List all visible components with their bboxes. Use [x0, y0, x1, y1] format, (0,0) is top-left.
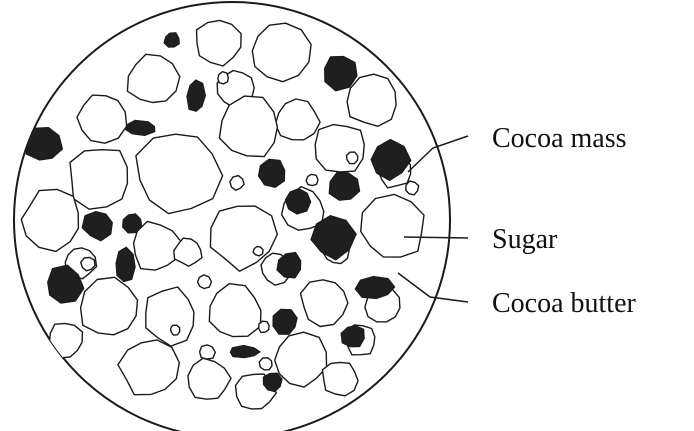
sugar-crystal	[322, 362, 358, 395]
sugar-label: Sugar	[492, 224, 558, 255]
sugar-leader-line	[404, 237, 468, 238]
small-sugar-crystal	[306, 174, 318, 185]
sugar-crystal	[70, 150, 127, 210]
small-sugar-crystal	[253, 247, 263, 256]
small-sugar-crystal	[259, 358, 272, 370]
small-sugar-crystal	[200, 345, 216, 359]
small-sugar-crystal	[347, 152, 358, 164]
small-sugar-crystal	[198, 275, 212, 289]
small-sugar-crystal	[171, 325, 180, 335]
sugar-crystal	[315, 125, 364, 172]
cocoa-mass-label: Cocoa mass	[492, 123, 627, 154]
cocoa-butter-label: Cocoa butter	[492, 288, 637, 319]
small-sugar-crystal	[218, 72, 229, 84]
small-sugar-crystal	[259, 321, 269, 332]
